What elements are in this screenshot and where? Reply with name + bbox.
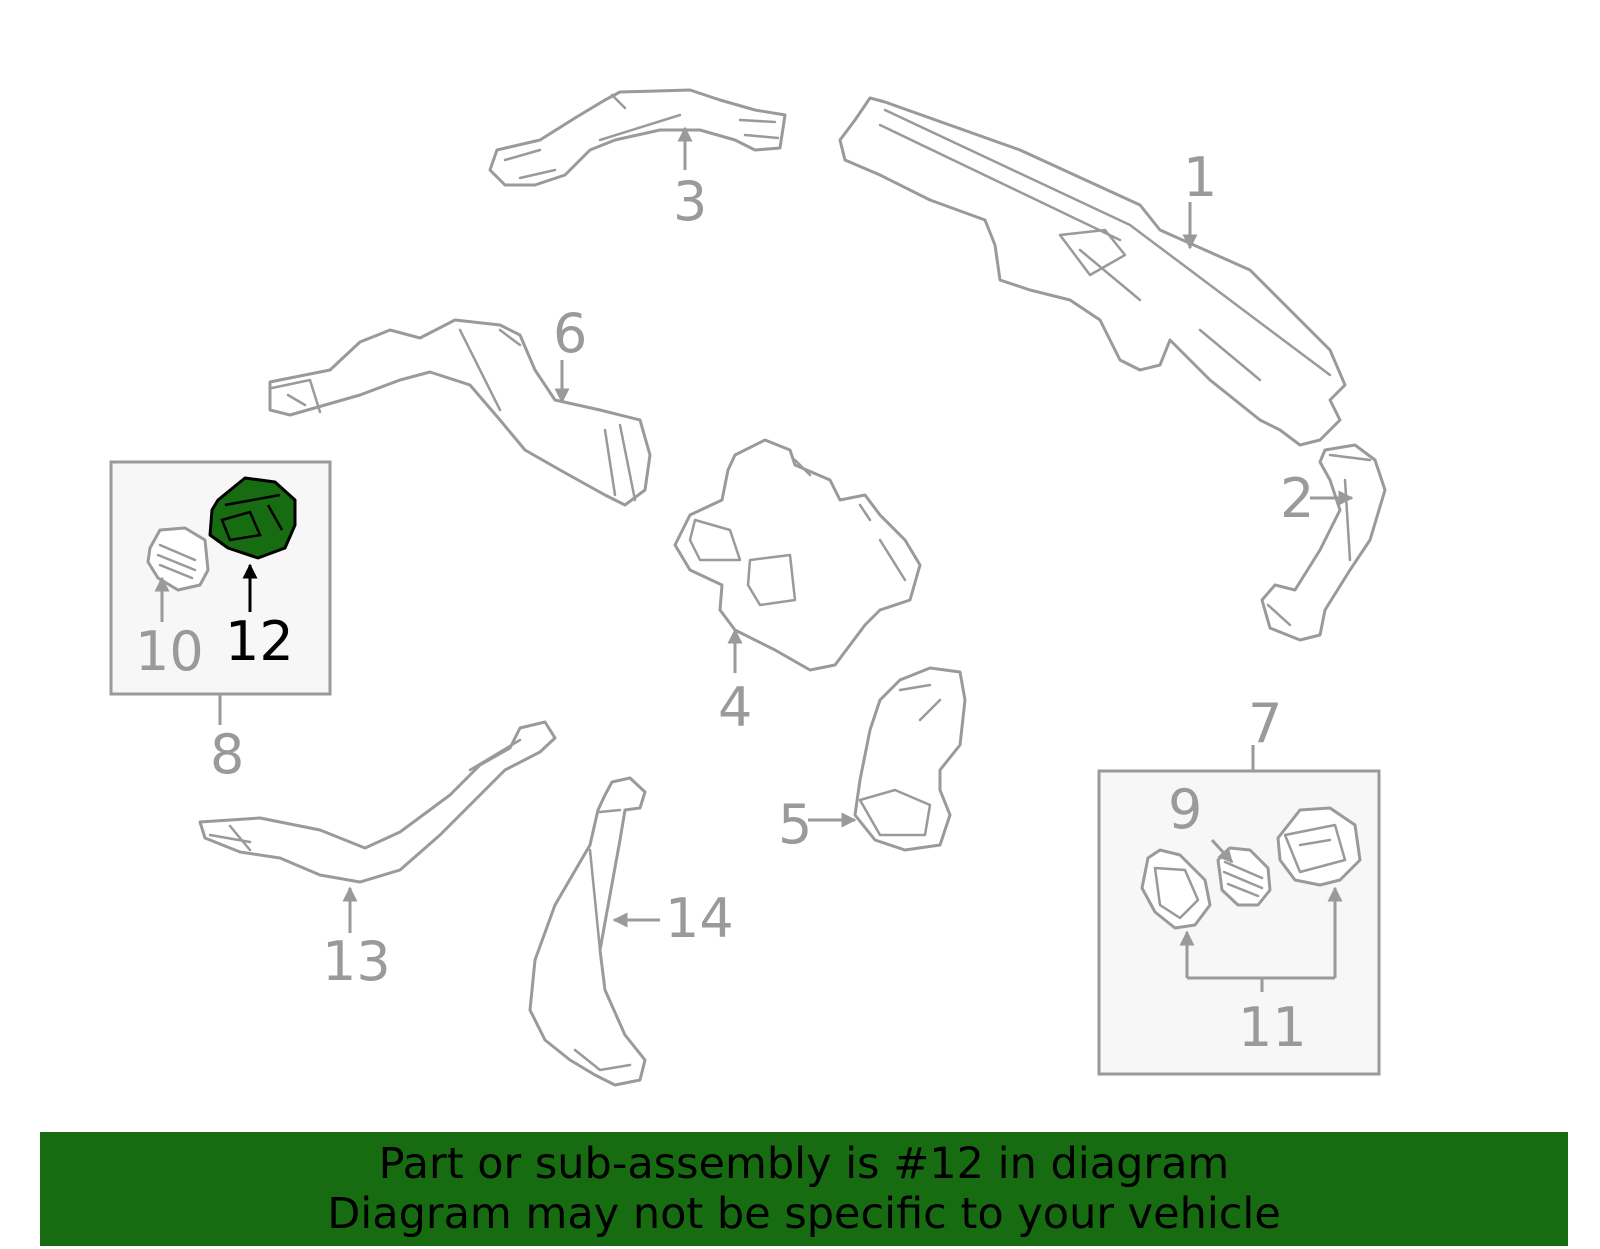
callout-11: 11 <box>1238 996 1307 1059</box>
callout-8: 8 <box>210 723 244 786</box>
part-13-duct <box>198 720 557 884</box>
part-12-vent-highlighted[interactable] <box>208 476 297 560</box>
callout-14: 14 <box>665 887 734 950</box>
leader-lines <box>154 126 1354 992</box>
part-5-duct <box>853 666 967 852</box>
part-11-housing <box>1276 806 1362 887</box>
callout-2: 2 <box>1280 467 1314 530</box>
part-1-duct <box>838 96 1347 447</box>
part-11-bezel <box>1140 848 1212 930</box>
callout-5: 5 <box>778 793 812 856</box>
callout-4: 4 <box>718 676 752 739</box>
callout-13: 13 <box>322 930 391 993</box>
callout-3: 3 <box>673 170 707 233</box>
callout-12: 12 <box>225 610 294 673</box>
banner-line-2: Diagram may not be specific to your vehi… <box>327 1189 1281 1239</box>
callout-9: 9 <box>1168 778 1202 841</box>
part-4-housing <box>673 438 922 672</box>
part-10-vent <box>146 526 210 592</box>
callout-6: 6 <box>553 302 587 365</box>
callout-10: 10 <box>135 620 204 683</box>
info-banner: Part or sub-assembly is #12 in diagram D… <box>40 1132 1568 1246</box>
part-14-duct <box>528 776 647 1087</box>
callout-1: 1 <box>1183 146 1217 209</box>
banner-line-1: Part or sub-assembly is #12 in diagram <box>378 1139 1230 1189</box>
part-3-duct <box>488 88 787 187</box>
part-6-duct <box>268 318 652 507</box>
callout-7: 7 <box>1248 692 1282 755</box>
